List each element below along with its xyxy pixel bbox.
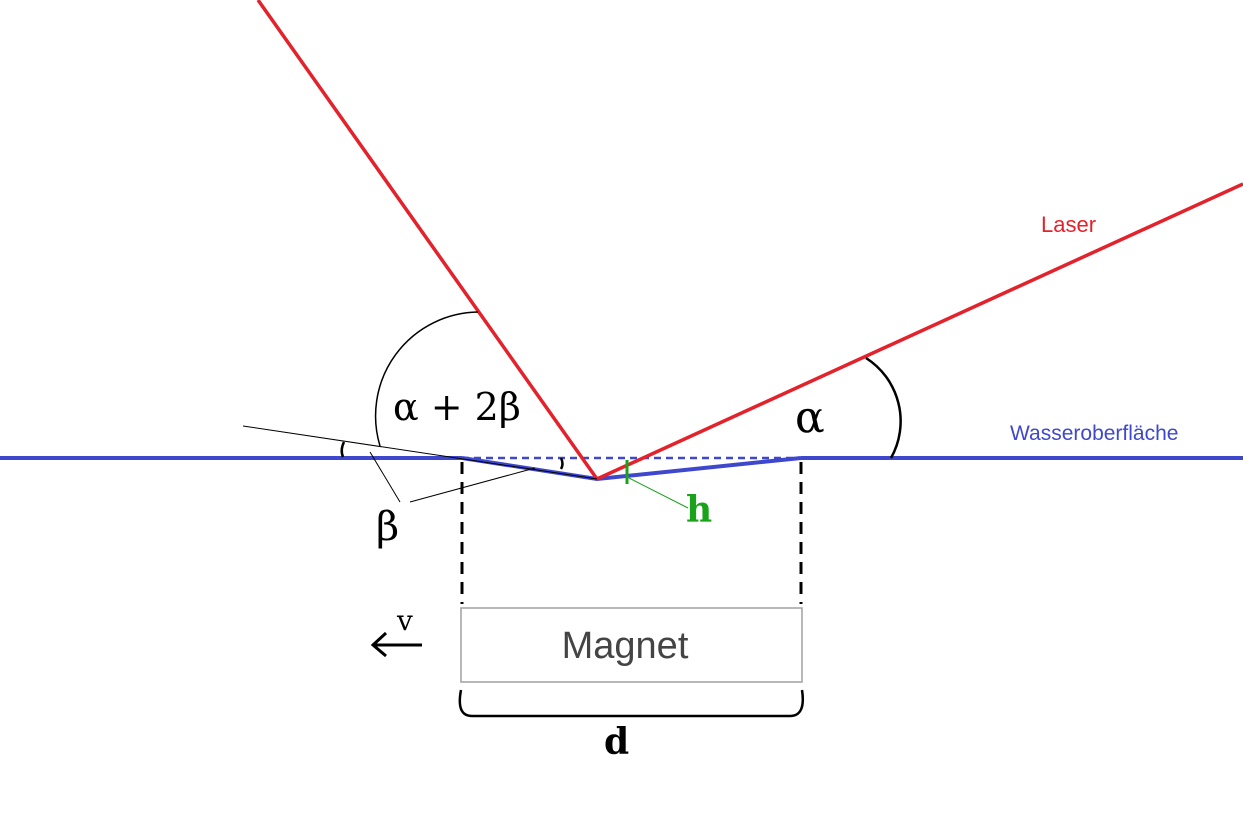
width-label: d (604, 721, 629, 763)
magnet-box (460, 607, 803, 683)
beta-pointer-line (409, 467, 536, 503)
magnet-label: Magnet (562, 625, 689, 667)
angle-arc-alpha (865, 356, 902, 459)
velocity-label: v (396, 604, 413, 637)
surface-label: Wasseroberfläche (1010, 422, 1178, 445)
laser-beam-reflected (256, 0, 599, 481)
angle-label-alpha: α (795, 392, 825, 443)
angle-arc-alpha-2beta (374, 311, 479, 447)
angle-label-beta: β (376, 504, 399, 550)
angle-label-alpha-2beta: α + 2β (393, 385, 521, 429)
beta-reference-line (242, 425, 598, 480)
depth-pointer-line (628, 477, 689, 509)
width-brace (458, 689, 804, 718)
laser-label: Laser (1041, 212, 1096, 237)
depth-label: h (686, 489, 712, 531)
beta-pointer-line-2 (369, 451, 401, 503)
angle-arc-beta-right (559, 457, 564, 470)
water-surface-dip (461, 456, 802, 482)
velocity-arrow-head (370, 631, 388, 658)
laser-beam-incident (596, 182, 1243, 481)
angle-arc-beta-left (340, 441, 346, 458)
